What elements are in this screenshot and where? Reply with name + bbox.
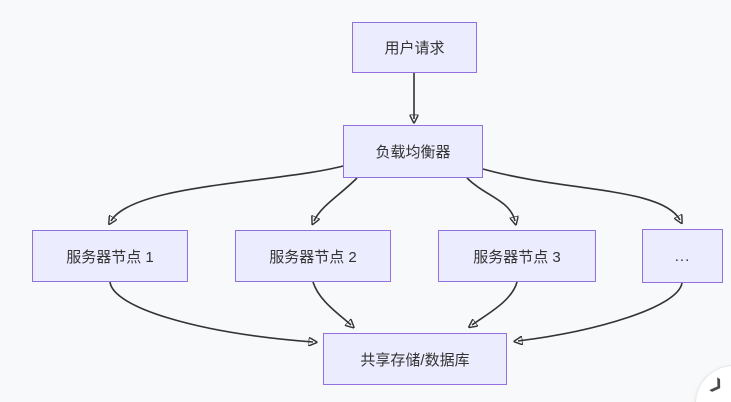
node-load-balancer: 负载均衡器 — [343, 125, 483, 178]
edge-server-node-3-to-shared-storage — [472, 281, 518, 325]
node-server-node-2-label: 服务器节点 2 — [269, 248, 357, 266]
node-user-request-label: 用户请求 — [384, 40, 445, 57]
node-user-request: 用户请求 — [352, 22, 477, 73]
node-more-nodes-label: ... — [674, 247, 691, 265]
node-load-balancer-label: 负载均衡器 — [375, 144, 451, 161]
node-server-node-3-label: 服务器节点 3 — [473, 248, 561, 266]
node-server-node-2: 服务器节点 2 — [235, 230, 391, 282]
edge-load-balancer-to-server-node-1 — [111, 165, 344, 221]
node-shared-storage: 共享存储/数据库 — [323, 333, 507, 385]
edge-more-nodes-to-shared-storage — [518, 282, 683, 341]
node-server-node-1: 服务器节点 1 — [32, 230, 188, 282]
edge-load-balancer-to-server-node-2 — [314, 177, 358, 221]
node-server-node-3: 服务器节点 3 — [438, 230, 596, 282]
edge-server-node-2-to-shared-storage — [312, 281, 351, 325]
edge-load-balancer-to-server-node-3 — [466, 177, 515, 221]
node-more-nodes: ... — [642, 229, 723, 283]
edge-server-node-1-to-shared-storage — [109, 281, 313, 342]
chevron-right-icon: ❯ — [707, 374, 727, 396]
node-shared-storage-label: 共享存储/数据库 — [360, 351, 470, 369]
edge-load-balancer-to-more-nodes — [482, 168, 680, 220]
node-server-node-1-label: 服务器节点 1 — [66, 248, 154, 266]
